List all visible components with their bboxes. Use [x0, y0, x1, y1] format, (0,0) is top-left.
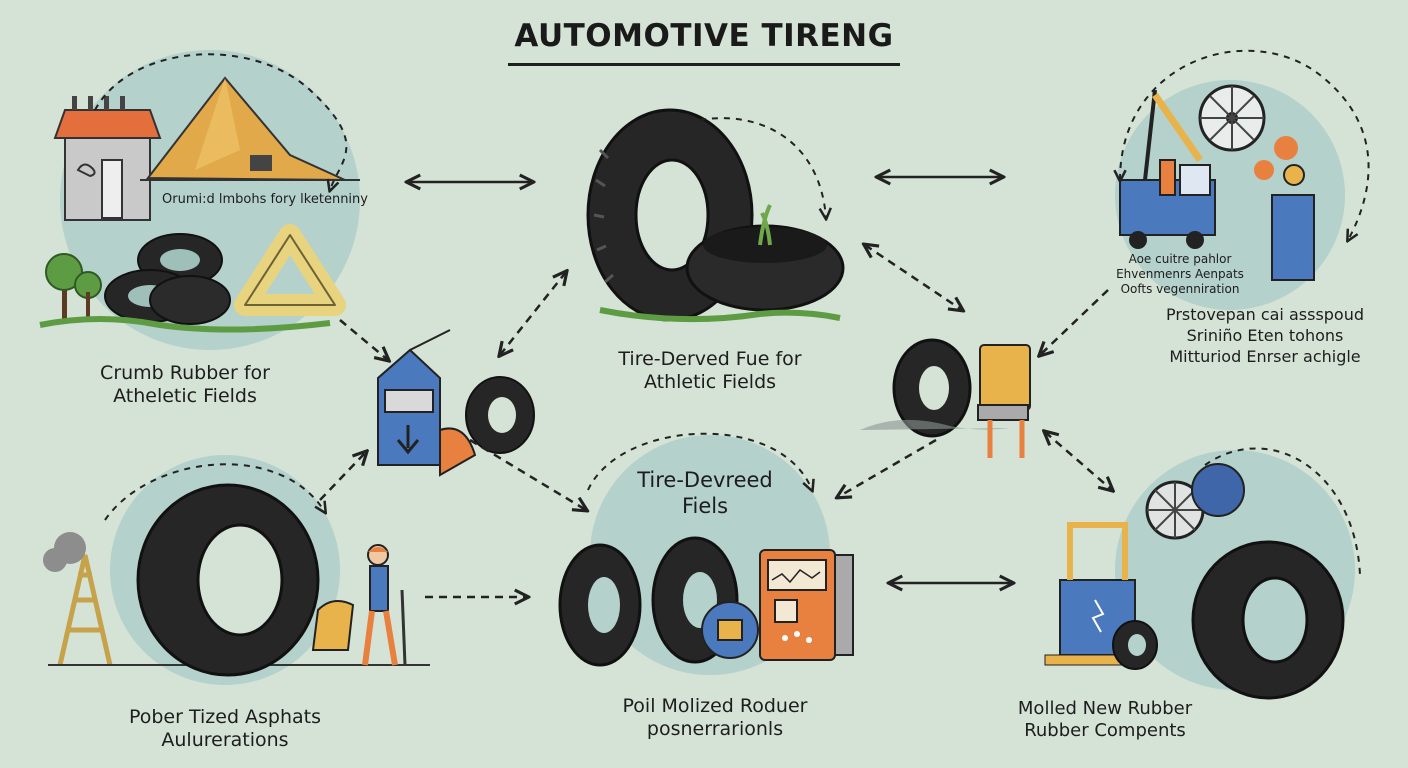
label-tire-derived-fuel-line1: Tire-Derved Fue for — [618, 348, 802, 370]
arrow-pyrolysis-to-molded — [1045, 432, 1112, 490]
processor-machine-icon — [977, 344, 1031, 458]
label-top-right-line3: Mitturiod Enrser achigle — [1169, 346, 1361, 366]
label-molized-line1: Poil Molized Roduer — [622, 695, 808, 717]
arc-molded — [1204, 447, 1361, 576]
arrow-fuel-to-pyrolysis — [865, 245, 962, 310]
arc-asphalt — [104, 463, 325, 521]
label-tire-devreed-fiels-line2: Fiels — [681, 493, 729, 518]
tire-stack-icon — [104, 233, 231, 325]
label-asphalt: Pober Tized Asphats Aulurerations — [95, 706, 355, 752]
label-crumb-rubber: Crumb Rubber for Atheletic Fields — [60, 362, 310, 408]
sand-pile-icon — [140, 76, 360, 181]
wheel-rim-icon — [1198, 84, 1266, 152]
arrow-shredder-to-center — [469, 438, 586, 510]
molding-machine-icon — [1044, 522, 1158, 670]
label-tire-derived-fuel: Tire-Derved Fue for Athletic Fields — [580, 348, 840, 394]
pyrolysis-tire-icon — [860, 338, 1010, 438]
crumb-caption: Orumi:d lmbohs fory lketenniny — [162, 192, 368, 207]
factory-icon — [53, 96, 162, 221]
label-tire-devreed-fiels-line1: Tire-Devreed — [637, 468, 773, 492]
top-right-caption-line3: Oofts vegenniration — [1120, 282, 1240, 296]
flow-arrows — [94, 49, 1370, 597]
page-title: AUTOMOTIVE TIRENG — [514, 18, 894, 54]
planter-tire-icon — [599, 204, 845, 323]
label-molded-line1: Molled New Rubber — [1017, 698, 1193, 719]
control-panel-icon — [701, 549, 854, 661]
arc-top-right — [1120, 49, 1370, 240]
label-molded-line2: Rubber Compents — [1024, 719, 1186, 741]
arc-crumb — [94, 53, 348, 190]
tall-tire-icon — [136, 483, 320, 677]
label-asphalt-line1: Pober Tized Asphats — [128, 706, 322, 728]
label-top-right-line1: Prstovepan cai asssp​oud — [1165, 305, 1365, 324]
arc-center — [587, 432, 812, 490]
label-crumb-rubber-line2: Atheletic Fields — [113, 385, 257, 408]
arrow-pyrolysis-to-center — [838, 438, 937, 497]
small-tire-icon — [465, 376, 535, 454]
arc-fuel — [699, 117, 826, 218]
arrow-shredder-to-fuel — [500, 272, 566, 355]
label-crumb-rubber-line1: Crumb Rubber for — [100, 362, 270, 384]
shredder-machine-icon — [377, 329, 477, 477]
molded-tire-icon — [1191, 540, 1345, 700]
label-tire-devreed-fiels: Tire-Devreed Fiels — [600, 468, 810, 519]
grass-strip — [39, 316, 331, 333]
label-top-right: Prstovepan cai asssp​oud Sriniño Eten to… — [1130, 305, 1400, 367]
top-right-caption: Aoe cuitre pahlor Ehvenmenrs Aenpats Oof… — [1095, 252, 1265, 297]
tree-icon — [45, 253, 102, 320]
top-right-caption-line1: Aoe cuitre pahlor — [1128, 252, 1232, 266]
arrow-asphalt-to-shredder — [319, 452, 366, 501]
label-top-right-line2: Sriniño Eten tohons — [1186, 325, 1344, 345]
arrow-crumb-to-shredder — [339, 319, 388, 360]
spoked-wheel-icon — [1145, 463, 1245, 540]
label-molized: Poil Molized Roduer posnerrarionls — [585, 695, 845, 741]
recycle-loop-icon — [234, 224, 346, 316]
label-asphalt-line2: Aulurerations — [161, 729, 289, 752]
label-tire-derived-fuel-line2: Athletic Fields — [643, 371, 777, 394]
label-molded: Molled New Rubber Rubber Compents — [990, 698, 1220, 742]
label-molized-line2: posnerrarionls — [646, 718, 784, 741]
arrow-topright-to-pyrolysis — [1040, 289, 1109, 355]
worker-figure-icon — [311, 544, 407, 666]
top-right-caption-line2: Ehvenmenrs Aenpats — [1116, 267, 1244, 281]
title-underline — [508, 63, 900, 66]
